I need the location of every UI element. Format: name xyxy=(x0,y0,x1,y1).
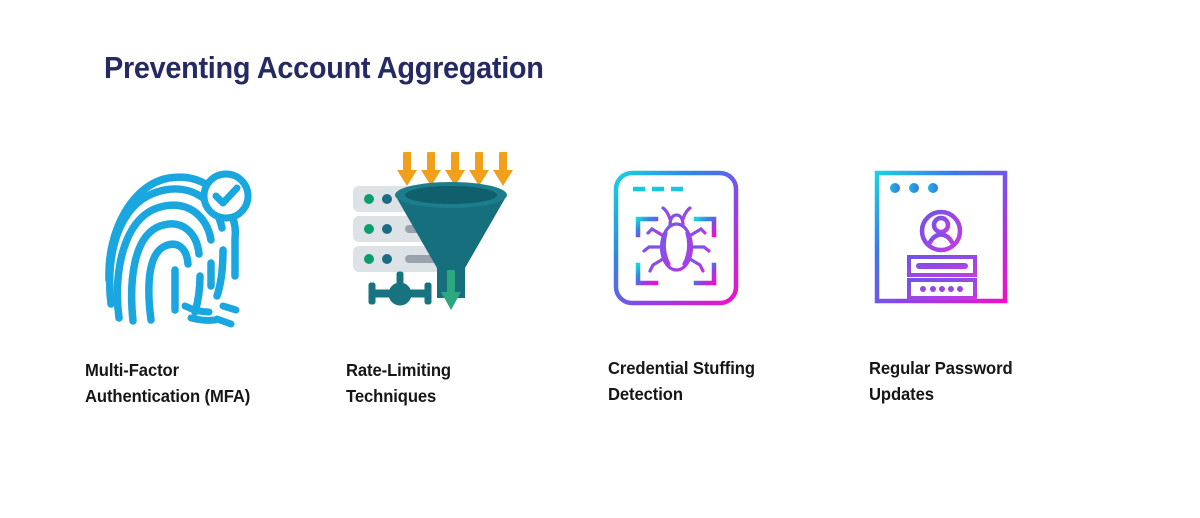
verified-check-badge xyxy=(200,170,252,221)
card-label-line1: Regular Password xyxy=(868,358,1013,378)
login-window-icon xyxy=(869,163,1014,313)
password-dots xyxy=(919,285,963,292)
fingerprint-check-icon xyxy=(99,158,252,327)
card-rate-limiting-techniques: Rate-Limiting Techniques xyxy=(346,150,607,410)
card-row: Multi-Factor Authentication (MFA) xyxy=(85,150,1130,420)
card-label: Multi-Factor Authentication (MFA) xyxy=(85,357,250,410)
card-multi-factor-authentication: Multi-Factor Authentication (MFA) xyxy=(85,150,346,410)
browser-frame xyxy=(613,170,738,305)
card-label-line1: Credential Stuffing xyxy=(607,358,755,378)
allowed-request-arrow xyxy=(441,270,462,310)
incoming-request-arrows xyxy=(397,152,514,186)
network-connector xyxy=(368,271,432,306)
scan-brackets xyxy=(635,216,716,285)
window-frame xyxy=(874,170,1007,303)
card-label-line2: Techniques xyxy=(346,386,437,407)
icon-container xyxy=(869,150,1130,325)
username-field xyxy=(906,254,977,277)
card-label: Regular Password Updates xyxy=(869,355,1013,408)
card-label-line2: Authentication (MFA) xyxy=(85,386,251,407)
funnel-server-throttle-icon xyxy=(347,150,527,325)
card-label-line1: Rate-Limiting xyxy=(346,360,452,380)
titlebar-dots xyxy=(889,182,938,193)
card-label-line2: Detection xyxy=(607,384,683,405)
icon-container xyxy=(346,150,607,325)
page-title: Preventing Account Aggregation xyxy=(104,50,544,85)
bug-glyph xyxy=(641,205,711,273)
rate-limit-funnel xyxy=(395,182,508,298)
card-label: Credential Stuffing Detection xyxy=(608,355,755,408)
icon-container xyxy=(85,150,346,327)
browser-bug-scan-icon xyxy=(608,163,748,313)
password-field xyxy=(906,277,977,300)
card-label: Rate-Limiting Techniques xyxy=(346,357,451,410)
card-credential-stuffing-detection: Credential Stuffing Detection xyxy=(608,150,869,408)
card-regular-password-updates: Regular Password Updates xyxy=(869,150,1130,408)
card-label-line1: Multi-Factor xyxy=(85,360,179,380)
avatar-icon xyxy=(919,209,962,252)
icon-container xyxy=(608,150,869,325)
card-label-line2: Updates xyxy=(868,384,934,405)
